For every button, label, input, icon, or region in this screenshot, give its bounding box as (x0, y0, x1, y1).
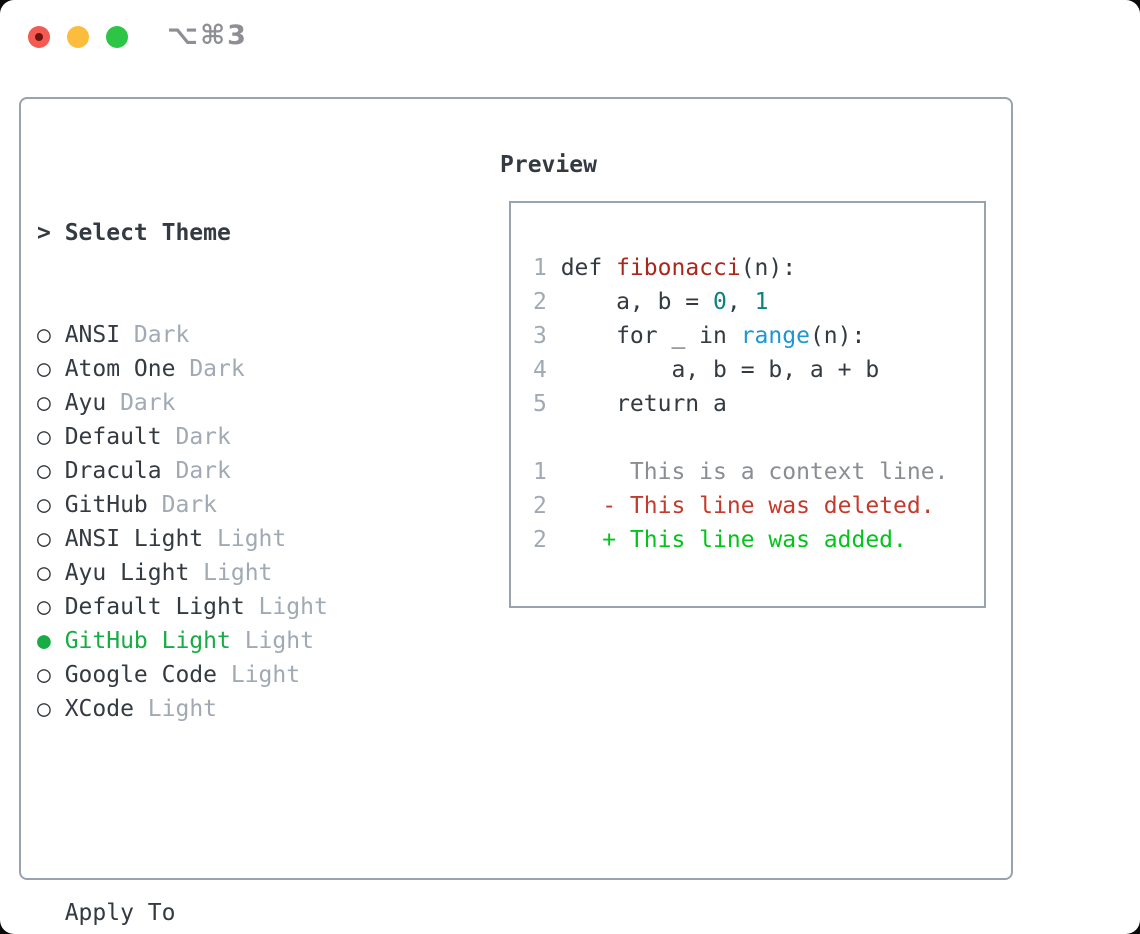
theme-variant: Light (244, 594, 328, 620)
preview-line: 5 return a (533, 387, 948, 421)
theme-variant: Dark (120, 322, 190, 348)
code-segment-added: + This line was added. (560, 527, 907, 553)
theme-list-column: > Select Theme ○ ANSI Dark ○ Atom One Dark ○ A… (37, 148, 425, 934)
theme-name: ANSI Light (64, 526, 204, 552)
preview-line: 1 This is a context line. (533, 455, 948, 489)
select-theme-title: Select Theme (64, 220, 231, 246)
apply-to-header: Apply To (64, 900, 176, 926)
code-segment-code: for _ in (560, 323, 741, 349)
line-number: 2 (533, 493, 547, 519)
theme-name: Default Light (64, 594, 245, 620)
theme-variant: Dark (106, 390, 176, 416)
code-segment-code: , (726, 289, 755, 315)
theme-item-atom-one[interactable]: ○ Atom One Dark (37, 352, 425, 386)
window-title: ⌥⌘3 (167, 20, 248, 51)
line-number: 2 (533, 289, 547, 315)
theme-variant: Dark (161, 458, 231, 484)
code-segment-code: a, b = (560, 289, 714, 315)
code-segment-builtin: range (740, 323, 810, 349)
preview-line: 2 a, b = 0, 1 (533, 285, 948, 319)
radio-unselected-icon: ○ (37, 424, 51, 450)
radio-unselected-icon: ○ (37, 526, 51, 552)
code-segment-context: This is a context line. (560, 459, 949, 485)
theme-item-default-light[interactable]: ○ Default Light Light (37, 590, 425, 624)
code-segment-code: a, b = b, a + b (560, 357, 880, 383)
line-number: 2 (533, 527, 547, 553)
spacer (37, 794, 425, 828)
theme-item-dracula[interactable]: ○ Dracula Dark (37, 454, 425, 488)
preview-line: 2 - This line was deleted. (533, 489, 948, 523)
radio-unselected-icon: ○ (37, 322, 51, 348)
theme-item-google-code[interactable]: ○ Google Code Light (37, 658, 425, 692)
line-number: 3 (533, 323, 547, 349)
code-segment-number: 1 (754, 289, 769, 315)
radio-unselected-icon: ○ (37, 458, 51, 484)
line-number: 1 (533, 255, 547, 281)
theme-name: Ayu Light (64, 560, 190, 586)
theme-variant: Light (230, 628, 314, 654)
line-number: 4 (533, 357, 547, 383)
line-number: 5 (533, 391, 547, 417)
theme-variant: Dark (147, 492, 218, 518)
preview-line: 2 + This line was added. (533, 523, 948, 557)
cursor-icon: > (37, 220, 51, 246)
theme-variant: Dark (175, 356, 245, 382)
theme-name: Default (64, 424, 162, 450)
theme-name: Ayu (64, 390, 107, 416)
code-segment-function: fibonacci (616, 255, 741, 281)
radio-unselected-icon: ○ (37, 492, 51, 518)
theme-name: Google Code (64, 662, 218, 688)
close-button[interactable] (28, 26, 50, 48)
radio-unselected-icon: ○ (37, 662, 51, 688)
theme-list: ○ ANSI Dark ○ Atom One Dark ○ Ayu Dark ○ Defaul… (37, 318, 425, 726)
theme-name: ANSI (64, 322, 121, 348)
code-segment-code: def (560, 255, 617, 281)
radio-unselected-icon: ○ (37, 696, 51, 722)
theme-item-ayu-light[interactable]: ○ Ayu Light Light (37, 556, 425, 590)
zoom-button[interactable] (106, 26, 128, 48)
theme-name: GitHub (64, 492, 148, 518)
preview-line: 1 def fibonacci(n): (533, 251, 948, 285)
theme-item-xcode[interactable]: ○ XCode Light (37, 692, 425, 726)
theme-name: Dracula (64, 458, 162, 484)
code-segment-number: 0 (713, 289, 727, 315)
preview-line: 4 a, b = b, a + b (533, 353, 948, 387)
radio-unselected-icon: ○ (37, 594, 51, 620)
code-segment-code: (n): (809, 323, 866, 349)
theme-variant: Light (189, 560, 273, 586)
preview-line (533, 421, 948, 455)
theme-variant: Light (217, 662, 301, 688)
preview-title: Preview (500, 152, 597, 178)
preview-line: 3 for _ in range(n): (533, 319, 948, 353)
code-segment-deleted: - This line was deleted. (560, 493, 935, 519)
theme-item-default[interactable]: ○ Default Dark (37, 420, 425, 454)
theme-variant: Dark (161, 424, 231, 450)
theme-item-ansi-light[interactable]: ○ ANSI Light Light (37, 522, 425, 556)
theme-item-ayu[interactable]: ○ Ayu Dark (37, 386, 425, 420)
theme-variant: Light (133, 696, 218, 722)
close-button-dot-icon (35, 33, 43, 41)
minimize-button[interactable] (67, 26, 89, 48)
theme-item-github[interactable]: ○ GitHub Dark (37, 488, 425, 522)
theme-name: XCode (64, 696, 134, 722)
theme-name: Atom One (64, 356, 176, 382)
radio-unselected-icon: ○ (37, 560, 51, 586)
line-number: 1 (533, 459, 547, 485)
code-segment-code: return a (560, 391, 727, 417)
radio-unselected-icon: ○ (37, 390, 51, 416)
select-theme-header: > Select Theme (37, 216, 425, 250)
theme-picker-panel: > Select Theme ○ ANSI Dark ○ Atom One Dark ○ A… (19, 97, 1013, 926)
theme-variant: Light (203, 526, 287, 552)
theme-item-ansi[interactable]: ○ ANSI Dark (37, 318, 425, 352)
code-segment-code: (n): (740, 255, 797, 281)
theme-item-github-light[interactable]: ● GitHub Light Light (37, 624, 425, 658)
radio-selected-icon: ● (37, 628, 51, 654)
theme-name: GitHub Light (64, 628, 231, 654)
radio-unselected-icon: ○ (37, 356, 51, 382)
